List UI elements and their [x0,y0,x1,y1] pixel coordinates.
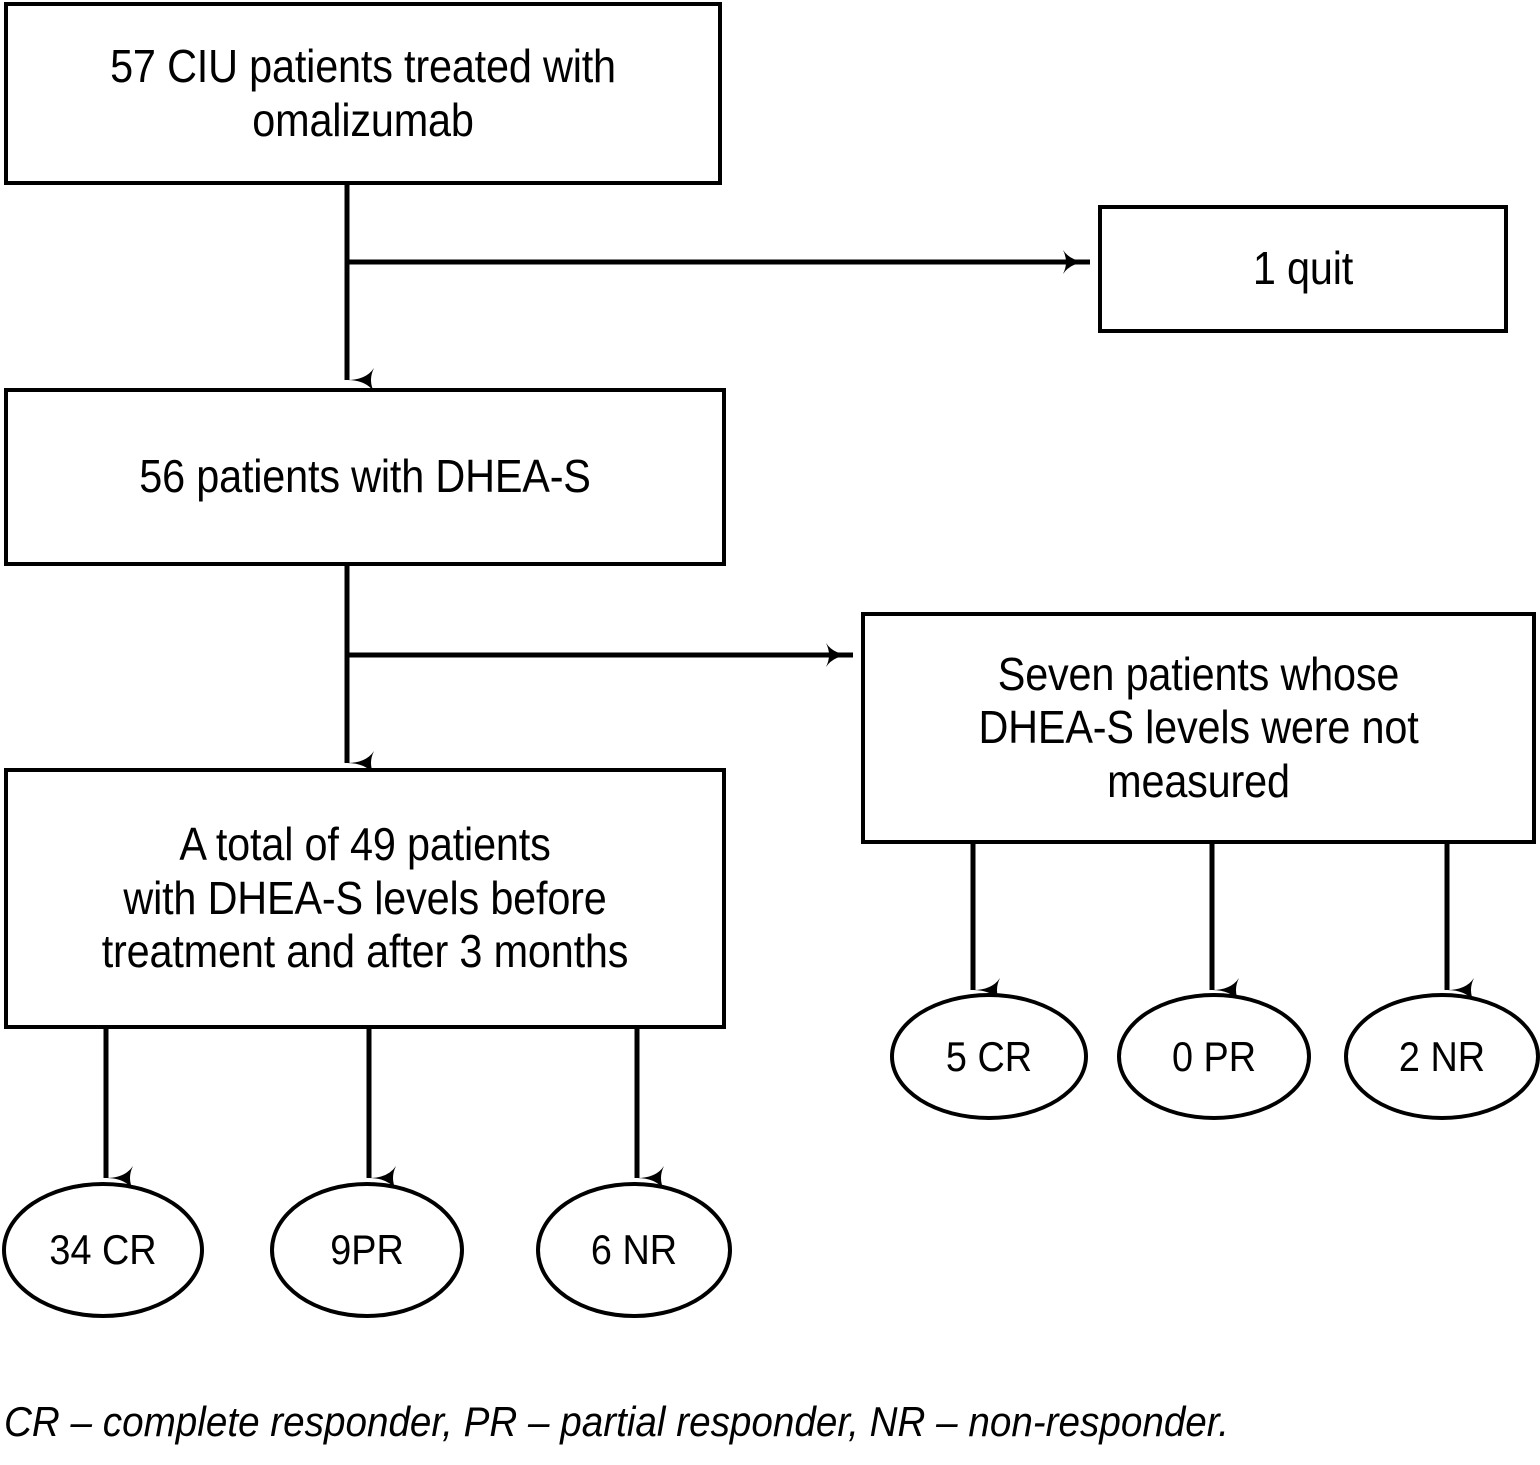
node-nr6-label: 6 NR [590,1226,678,1273]
node-nr2-label: 2 NR [1398,1032,1486,1080]
node-total49-box: A total of 49 patients with DHEA-S level… [4,768,726,1029]
node-pr0-label: 0 PR [1171,1032,1257,1080]
node-nr6-ellipse: 6 NR [536,1182,732,1318]
node-cr5-label: 5 CR [945,1032,1033,1080]
node-dheas56-label: 56 patients with DHEA-S [139,450,591,503]
node-omalizumab-box: 57 CIU patients treated with omalizumab [4,2,722,185]
node-not-measured-label: Seven patients whose DHEA-S levels were … [978,647,1419,807]
node-quit-label: 1 quit [1252,242,1354,295]
node-omalizumab-label: 57 CIU patients treated with omalizumab [110,40,616,146]
node-dheas56-box: 56 patients with DHEA-S [4,388,726,566]
node-not-measured-box: Seven patients whose DHEA-S levels were … [861,612,1536,844]
node-cr34-label: 34 CR [49,1226,157,1273]
node-cr34-ellipse: 34 CR [2,1182,204,1318]
node-nr2-ellipse: 2 NR [1344,993,1540,1120]
node-pr9-label: 9PR [330,1226,404,1273]
node-pr0-ellipse: 0 PR [1117,993,1311,1120]
node-quit-box: 1 quit [1098,205,1508,333]
node-pr9-ellipse: 9PR [270,1182,464,1318]
legend-caption: CR – complete responder, PR – partial re… [4,1398,1229,1445]
node-total49-label: A total of 49 patients with DHEA-S level… [101,818,629,978]
node-cr5-ellipse: 5 CR [890,993,1088,1120]
